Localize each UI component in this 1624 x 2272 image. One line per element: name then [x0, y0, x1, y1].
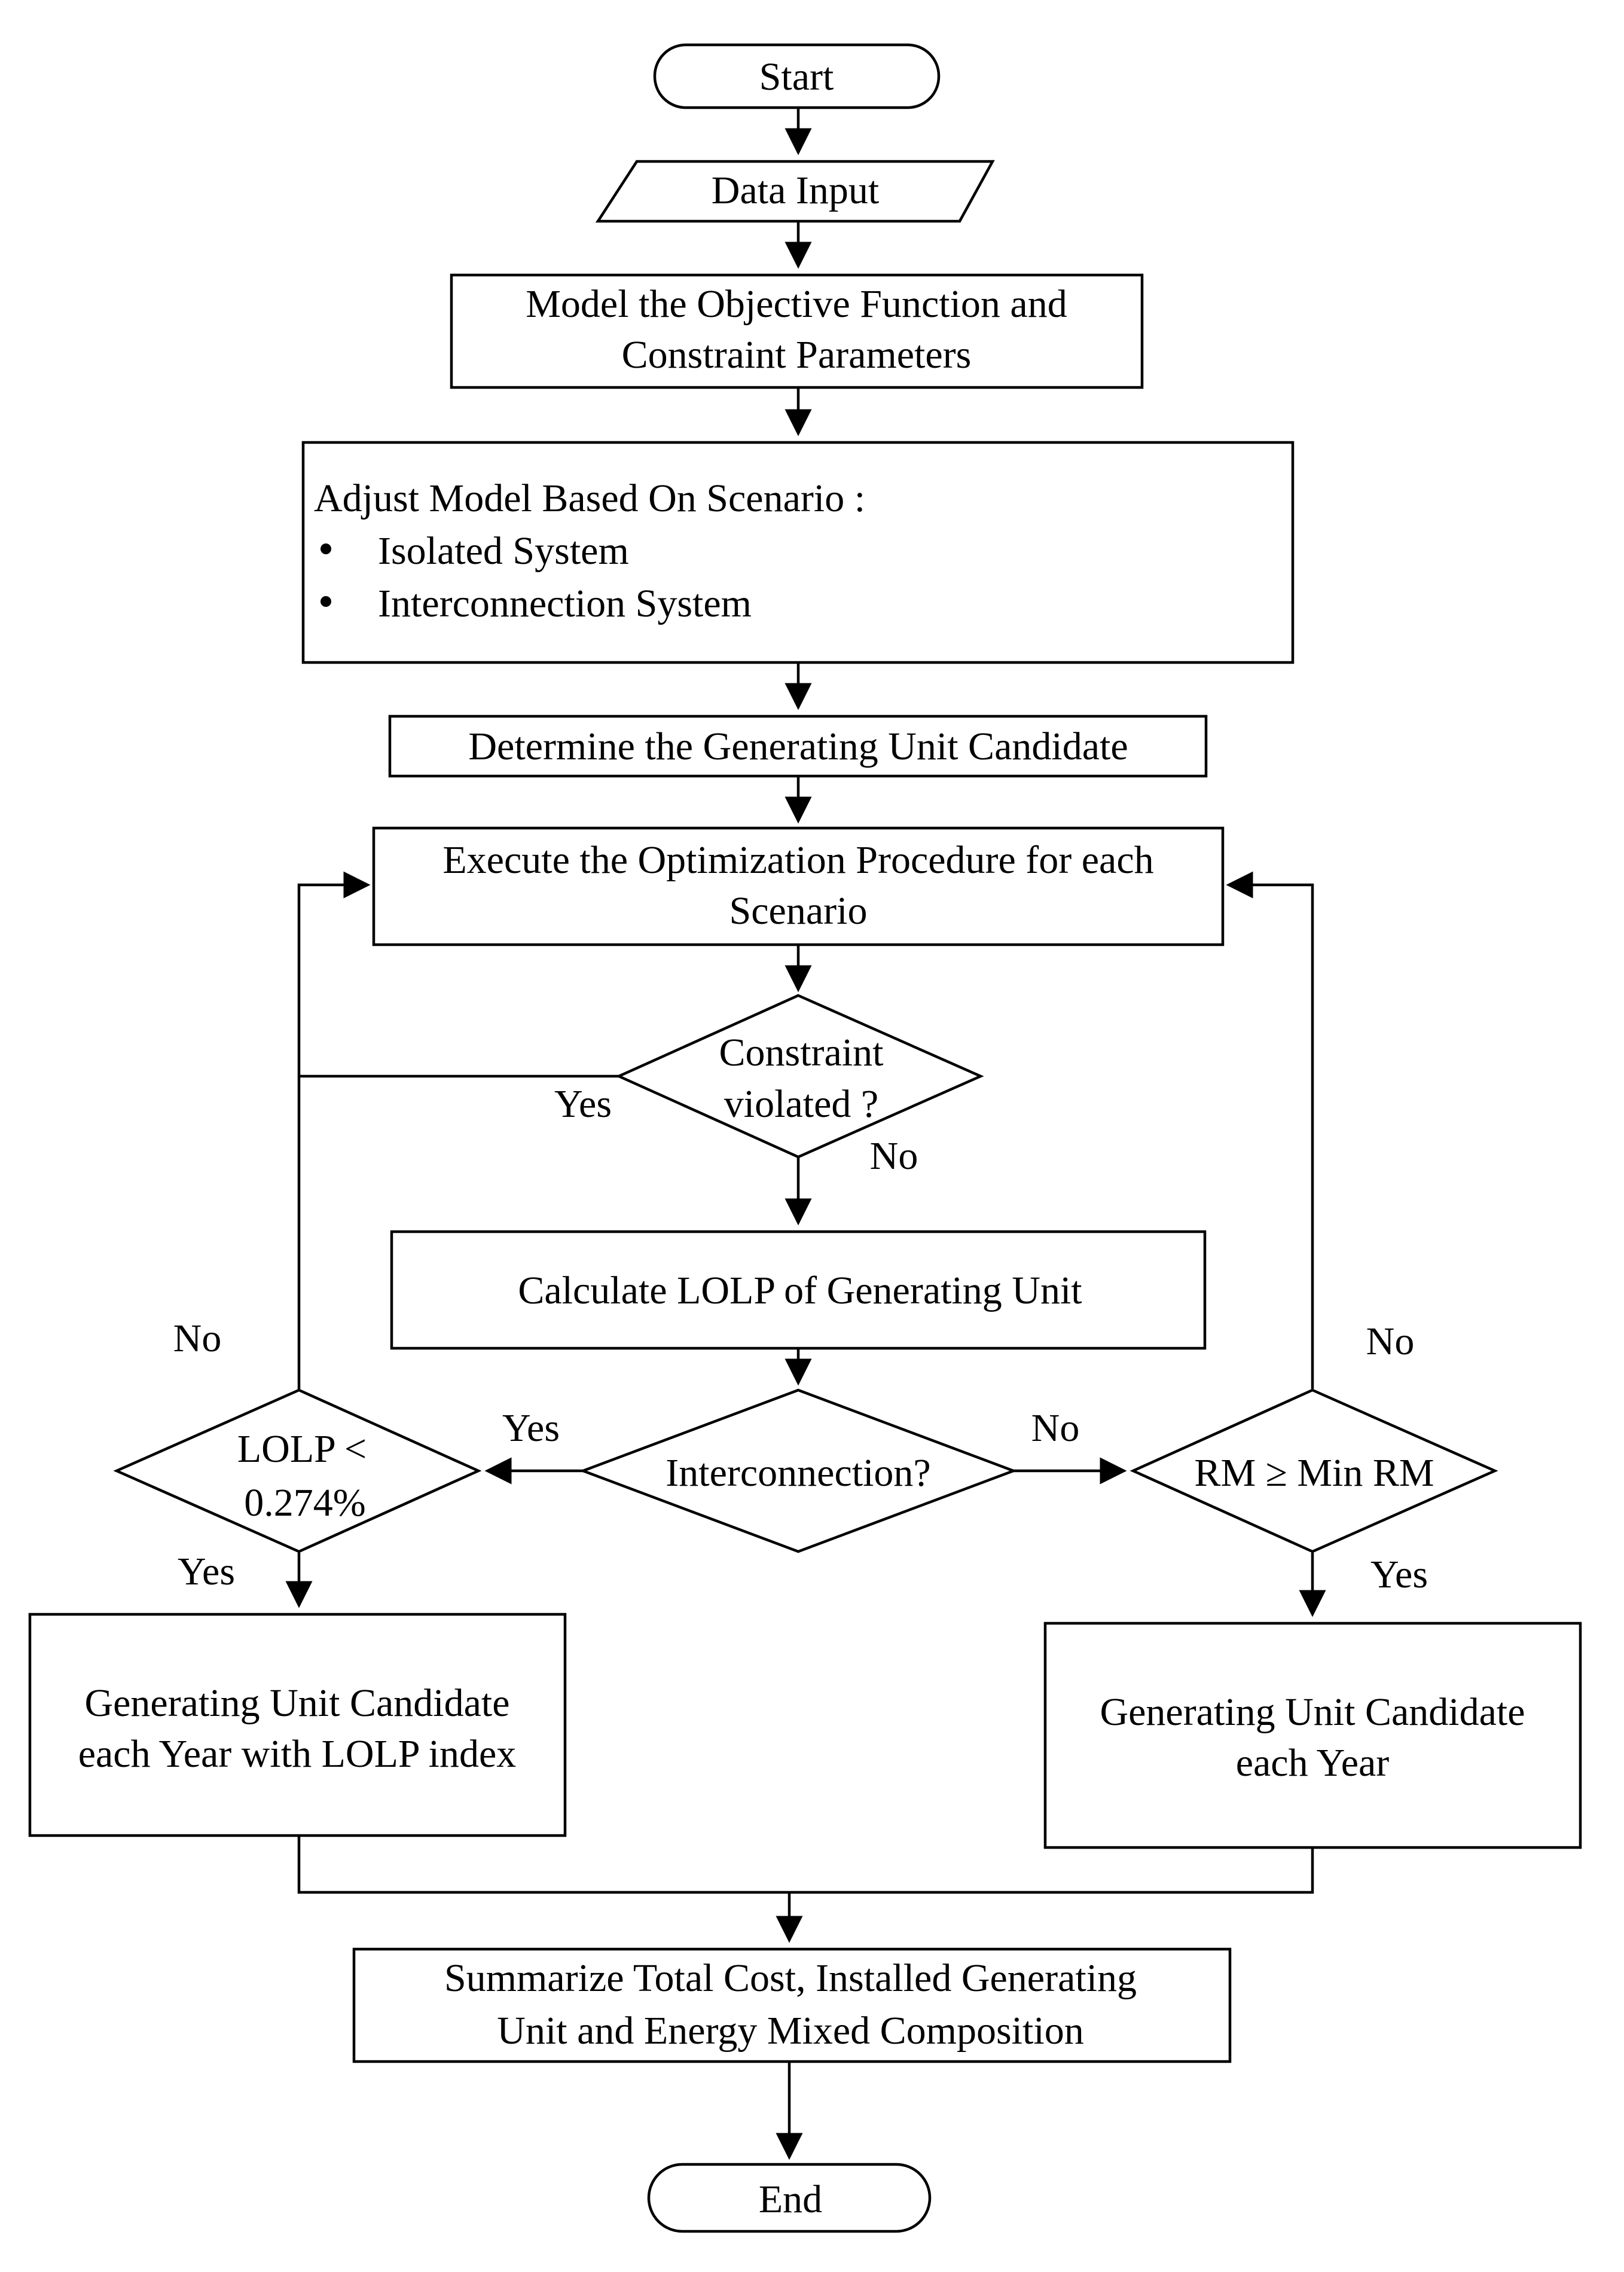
end-terminal: End: [647, 2163, 932, 2233]
constraint-label-line-2: violated ?: [724, 1082, 878, 1126]
execute-label-line-1: Execute the Optimization Procedure for e…: [442, 838, 1153, 882]
candidate-year-node: Generating Unit Candidate each Year: [1043, 1621, 1582, 1849]
summarize-label-line-1: Summarize Total Cost, Installed Generati…: [444, 1956, 1137, 2000]
lolp-decision: LOLP < 0.274%: [113, 1388, 482, 1553]
candidate-year-label-line-2: each Year: [1236, 1741, 1390, 1785]
edge-labels: Yes No Yes No No Yes No Yes: [173, 1082, 1428, 1596]
interconnection-yes-label: Yes: [502, 1406, 560, 1450]
adjust-heading: Adjust Model Based On Scenario :: [314, 477, 865, 520]
candidate-lolp-label-line-1: Generating Unit Candidate: [84, 1681, 509, 1725]
calculate-label: Calculate LOLP of Generating Unit: [518, 1269, 1082, 1312]
bullet-dot: [320, 596, 331, 607]
rm-decision: RM ≥ Min RM: [1130, 1388, 1498, 1553]
execute-node: Execute the Optimization Procedure for e…: [372, 826, 1225, 946]
adjust-bullet-interconnection: Interconnection System: [378, 582, 752, 625]
interconnection-no-label: No: [1031, 1406, 1080, 1450]
bullet-dot: [320, 543, 331, 554]
constraint-no-label: No: [870, 1134, 918, 1178]
candidate-lolp-label-line-2: each Year with LOLP index: [78, 1732, 517, 1776]
constraint-label-line-1: Constraint: [719, 1031, 884, 1074]
determine-node: Determine the Generating Unit Candidate: [388, 714, 1208, 778]
connectors: [285, 108, 1326, 2160]
lolp-label-line-2: 0.274%: [244, 1481, 365, 1525]
summarize-node: Summarize Total Cost, Installed Generati…: [352, 1947, 1232, 2063]
interconnection-label: Interconnection?: [666, 1451, 930, 1495]
calculate-node: Calculate LOLP of Generating Unit: [390, 1230, 1207, 1350]
data-input-label: Data Input: [712, 169, 879, 212]
candidate-lolp-node: Generating Unit Candidate each Year with…: [28, 1613, 567, 1837]
lolp-yes-label: Yes: [178, 1550, 235, 1593]
rm-yes-label: Yes: [1370, 1553, 1428, 1596]
lolp-no-label: No: [173, 1317, 222, 1360]
adjust-bullet-isolated: Isolated System: [378, 529, 629, 573]
interconnection-decision: Interconnection?: [579, 1388, 1018, 1553]
constraint-yes-label: Yes: [554, 1082, 612, 1126]
summarize-label-line-2: Unit and Energy Mixed Composition: [497, 2009, 1083, 2053]
edge-lolp-no-loop: [297, 871, 371, 1389]
edge-merge-candidates: [297, 1836, 1314, 1894]
constraint-decision: Constraint violated ?: [615, 994, 984, 1159]
adjust-node: Adjust Model Based On Scenario : Isolate…: [301, 441, 1295, 664]
candidate-year-label-line-1: Generating Unit Candidate: [1100, 1690, 1525, 1734]
execute-label-line-2: Scenario: [729, 889, 868, 933]
model-label-line-1: Model the Objective Function and: [526, 282, 1067, 326]
rm-label: RM ≥ Min RM: [1194, 1451, 1434, 1495]
start-label: Start: [759, 55, 834, 99]
lolp-label-line-1: LOLP <: [237, 1427, 367, 1471]
edge-rm-no-loop: [1226, 871, 1314, 1389]
end-label: End: [759, 2178, 822, 2221]
data-input-node: Data Input: [595, 160, 995, 223]
model-label-line-2: Constraint Parameters: [622, 333, 972, 377]
start-terminal: Start: [653, 43, 941, 109]
determine-label: Determine the Generating Unit Candidate: [468, 725, 1128, 768]
model-node: Model the Objective Function and Constra…: [450, 273, 1144, 389]
rm-no-label: No: [1366, 1320, 1415, 1363]
